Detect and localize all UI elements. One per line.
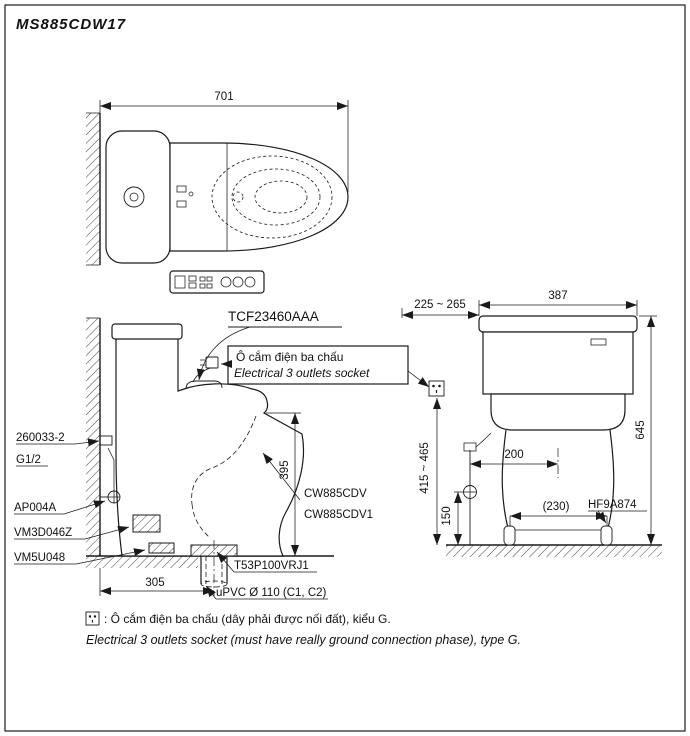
gasket-part [148, 542, 175, 554]
socket-note-en: Electrical 3 outlets socket [234, 366, 370, 380]
tank-front [482, 331, 634, 395]
bolt-cap-left [503, 525, 516, 546]
dim-overall-length: 701 [214, 91, 233, 103]
dimension-415-465: 415 ~ 465 [419, 398, 441, 545]
dimension-305: 305 [99, 568, 214, 596]
dim-tank-width: 387 [548, 290, 567, 302]
dimension-395: 395 [266, 412, 301, 556]
footnote: : Ô cắm điện ba chấu (dây phải được nối … [85, 611, 521, 647]
washlet-model-label: TCF23460AAA [228, 309, 319, 324]
dim-socket-side-offset: 225 ~ 265 [414, 299, 465, 311]
side-view-wall-hatch [86, 317, 101, 556]
plug-icon [205, 356, 219, 369]
brand-logo-icon [590, 338, 607, 346]
side-view: TCF23460AAA Ô cắm điện ba chấu Electrica… [14, 309, 430, 600]
dimension-387: 387 [479, 290, 638, 316]
socket-symbol-icon [428, 380, 445, 397]
supply-and-trim-parts [99, 435, 238, 557]
dim-rim-height: 395 [279, 460, 291, 479]
drawing-border [4, 4, 686, 732]
dim-overall-height: 645 [635, 420, 647, 439]
bolt-cap-label: HF9A874 [588, 499, 647, 524]
dim-socket-height: 415 ~ 465 [419, 442, 431, 493]
bowl-model-2: CW885CDV1 [304, 509, 373, 521]
socket-symbol-small-icon [85, 611, 100, 626]
left-part-labels: 260033-2 G1/2 AP004A VM3D046Z VM5U048 [14, 432, 146, 565]
dim-supply-offset: 200 [504, 449, 523, 461]
remote-control [169, 270, 265, 294]
footnote-en: Electrical 3 outlets socket (must have r… [86, 633, 521, 647]
footnote-socket-glyph [85, 611, 100, 626]
seat-front [490, 393, 626, 431]
dimension-200: 200 [470, 448, 559, 478]
dim-valve-height: 150 [441, 506, 453, 525]
part-label-valve: AP004A [14, 502, 57, 514]
part-label-thread: G1/2 [16, 454, 41, 466]
dimension-150: 150 [441, 491, 463, 545]
connector-part [132, 514, 161, 533]
dimension-225-265: 225 ~ 265 [401, 299, 480, 319]
model-title: MS885CDW17 [16, 16, 126, 33]
toilet-side-profile [111, 323, 305, 557]
washlet-body [185, 380, 223, 390]
tank-lid [111, 323, 183, 340]
label-washlet: TCF23460AAA [196, 309, 342, 381]
top-view-seat [169, 142, 349, 252]
dimension-645: 645 [635, 315, 657, 545]
toilet-front-profile [478, 315, 638, 546]
part-label-gasket: VM5U048 [14, 552, 65, 564]
bowl-model-1: CW885CDV [304, 488, 367, 500]
wall-supply-connector [99, 435, 113, 446]
flush-button-icon [123, 186, 145, 208]
socket-note-box: Ô cắm điện ba chấu Electrical 3 outlets … [221, 345, 430, 388]
bolt-cap-right [600, 525, 613, 546]
bowl-model-labels: CW885CDV CW885CDV1 [262, 452, 373, 521]
part-label-connector: 260033-2 [16, 432, 65, 444]
top-view: 701 [86, 91, 349, 294]
dimension-701: 701 [99, 91, 349, 192]
drain-label: uPVC Ø 110 (C1, C2) [205, 585, 328, 600]
flange-model-label: T53P100VRJ1 [234, 560, 309, 572]
flange-label: T53P100VRJ1 [216, 551, 317, 573]
dim-bolt-spacing: (230) [543, 501, 570, 513]
dimension-230: (230) [509, 501, 608, 526]
front-view: 225 ~ 265 387 645 415 ~ 465 150 200 [401, 290, 662, 557]
top-view-wall-hatch [86, 112, 101, 266]
socket-symbol [428, 380, 445, 397]
part-label-connector2: VM3D046Z [14, 527, 72, 539]
dim-drain-set-out: 305 [145, 577, 164, 589]
bolt-cap-model-label: HF9A874 [588, 499, 637, 511]
drain-pipe-label: uPVC Ø 110 (C1, C2) [216, 587, 327, 599]
spray-wand-icon [232, 191, 244, 203]
top-view-tank [105, 130, 171, 264]
footnote-vi: : Ô cắm điện ba chấu (dây phải được nối … [104, 611, 391, 626]
socket-note-vi: Ô cắm điện ba chấu [236, 349, 343, 364]
tank-lid-front [478, 315, 638, 333]
supply-assembly [463, 432, 492, 545]
front-view-floor-hatch [446, 544, 662, 557]
